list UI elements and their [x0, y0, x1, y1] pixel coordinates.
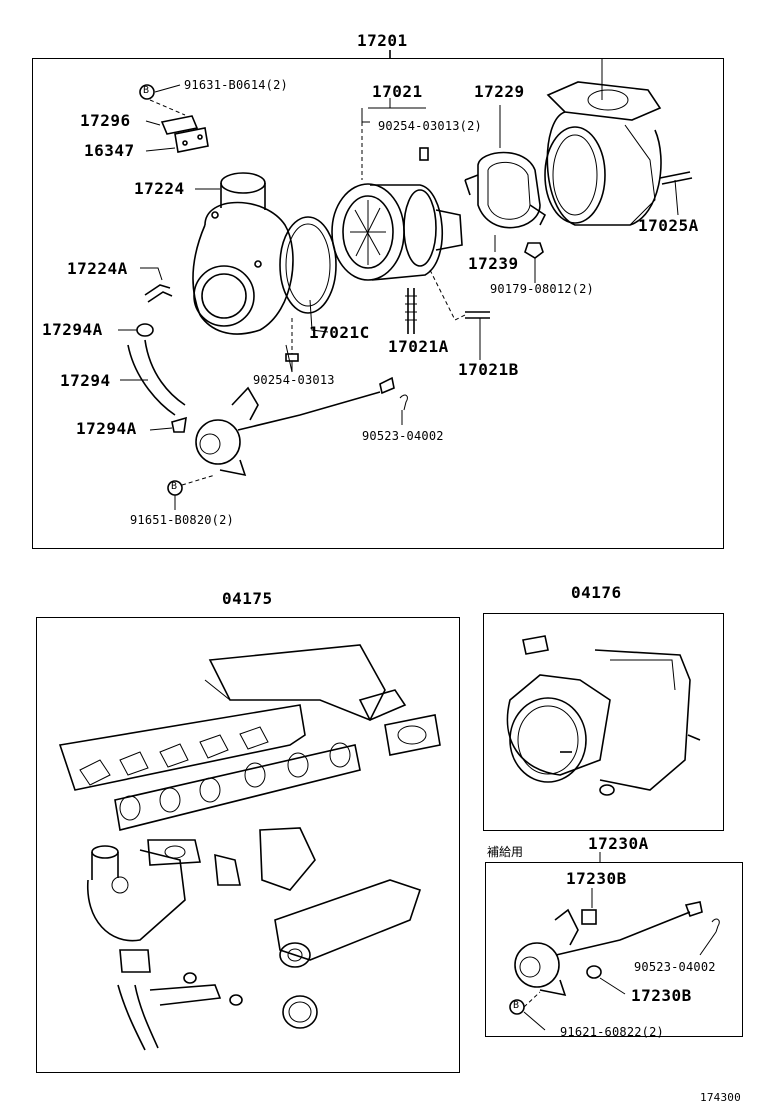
part-91651: 91651-B0820(2) [130, 513, 234, 527]
part-17229: 17229 [474, 82, 525, 101]
flange-gasket-icon [358, 689, 407, 722]
kit-pipe-icon [274, 879, 422, 961]
part-17224A: 17224A [67, 259, 128, 278]
gasket-17296-icon [160, 115, 199, 135]
part-17296: 17296 [80, 111, 131, 130]
elbow-fitting-icon [144, 284, 173, 303]
part-17021C: 17021C [309, 323, 370, 342]
snap-ring-icon [279, 216, 337, 314]
nut-icon [524, 242, 544, 259]
part-17021: 17021 [372, 82, 423, 101]
kit-elbow-icon [259, 827, 316, 891]
actuator-assembly-frame [485, 862, 743, 1037]
part-17025A: 17025A [638, 216, 699, 235]
exhaust-manifold-icon [58, 644, 386, 791]
bolt-marker-upper: B [143, 85, 150, 96]
bolt-marker-actuator: B [513, 1000, 520, 1011]
bolt-marker-lower: B [171, 481, 178, 492]
wastegate-actuator-icon [195, 376, 395, 477]
hose-icon [127, 339, 186, 416]
part-90523: 90523-04002 [362, 429, 444, 443]
part-90254-pair: 90254-03013(2) [378, 119, 482, 133]
center-cartridge-icon [331, 108, 463, 281]
replacement-actuator-icon [514, 901, 703, 997]
part-17021B: 17021B [458, 360, 519, 379]
part-17230B-lower: 17230B [631, 986, 692, 1005]
hose-clamp-icon [136, 323, 154, 337]
part-91631: 91631-B0614(2) [184, 78, 288, 92]
pin-icon [419, 147, 429, 161]
replacement-note: 補給用 [487, 845, 524, 859]
part-17294A-lower: 17294A [76, 419, 137, 438]
bolt-marker-icon [139, 84, 155, 100]
assembly-code-17201: 17201 [357, 31, 408, 50]
turbine-housing-icon [544, 81, 662, 226]
part-17230B-upper: 17230B [566, 869, 627, 888]
kit-gasket-ring-icon [282, 995, 318, 1029]
figure-code: 174300 [700, 1091, 741, 1104]
compressor-housing-icon [192, 172, 294, 335]
kit-code-04175: 04175 [222, 589, 273, 608]
bushing-17230B-icon [581, 909, 597, 925]
kit-turbo-housing-icon [87, 845, 186, 942]
turbo-housing-frame [483, 613, 724, 831]
part-90523-actuator: 90523-04002 [634, 960, 716, 974]
stud-17025A-icon [659, 171, 693, 185]
part-17224: 17224 [134, 179, 185, 198]
part-17021A: 17021A [388, 337, 449, 356]
turbo-with-housing-icon [506, 635, 701, 796]
part-17239: 17239 [468, 254, 519, 273]
part-91621: 91621-60822(2) [560, 1025, 664, 1039]
part-90179: 90179-08012(2) [490, 282, 594, 296]
v-band-clamp-icon [464, 151, 547, 229]
kit-code-17230A: 17230A [588, 834, 649, 853]
manifold-gasket-icon [114, 742, 361, 831]
turbocharger-assembly-frame [32, 58, 724, 549]
part-90254-single: 90254-03013 [253, 373, 335, 387]
kit-code-04176: 04176 [571, 583, 622, 602]
part-17294: 17294 [60, 371, 111, 390]
part-17294A-upper: 17294A [42, 320, 103, 339]
stud-bolt-icon [407, 288, 415, 334]
gasket-kit-frame [36, 617, 460, 1073]
flange-16347-icon [174, 127, 209, 153]
part-16347: 16347 [84, 141, 135, 160]
stud-17021B-icon [465, 311, 490, 319]
